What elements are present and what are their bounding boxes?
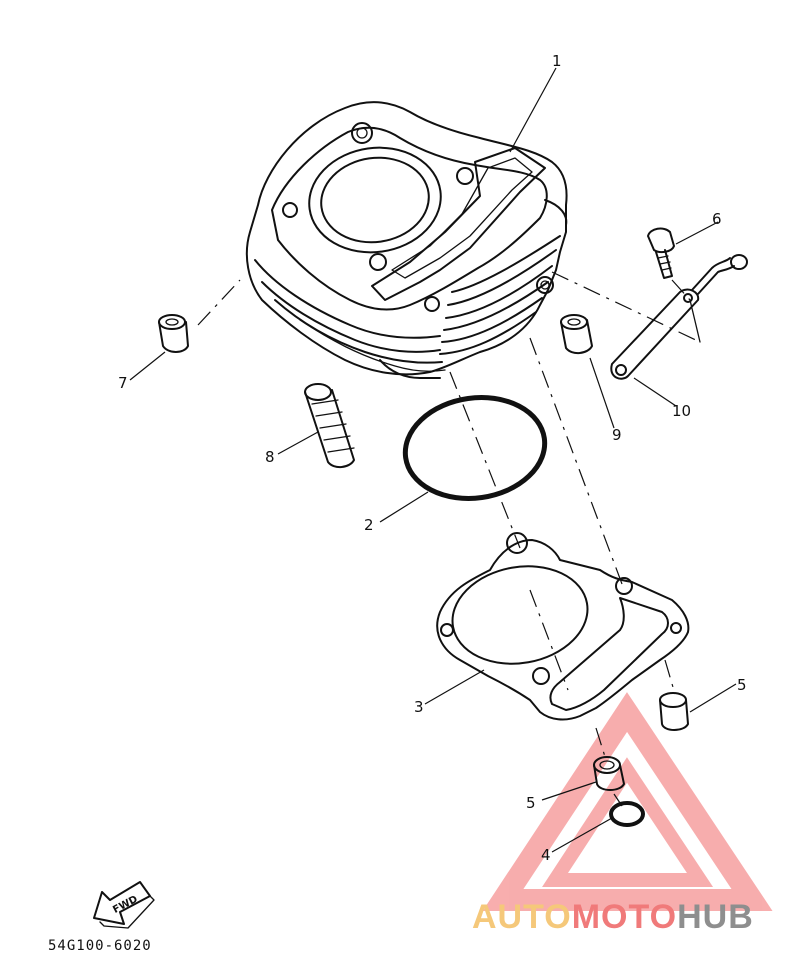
cylinder <box>245 101 568 379</box>
dowel-pin-upper <box>659 692 689 731</box>
cylinder-gasket <box>436 532 690 721</box>
watermark-logo-text: AUTOMOTOHUB <box>472 898 754 936</box>
fwd-arrow: FWD <box>93 881 155 929</box>
watermark-moto: MOTO <box>572 898 677 936</box>
leader-lines <box>129 67 737 853</box>
watermark-auto: AUTO <box>472 898 572 936</box>
callout-10: 10 <box>672 402 691 420</box>
small-o-ring <box>609 801 645 827</box>
callout-3: 3 <box>414 698 424 716</box>
callout-labels: 1 2 3 4 5 5 6 7 8 9 10 <box>118 52 747 864</box>
alignment-lines <box>197 271 701 807</box>
stud-8 <box>304 383 355 468</box>
bolt <box>647 227 675 279</box>
callout-4: 4 <box>541 846 551 864</box>
watermark-hub: HUB <box>677 898 754 936</box>
svg-text:AUTOMOTOHUB: AUTOMOTOHUB <box>472 898 754 936</box>
dowel-7 <box>158 314 189 353</box>
watermark-logo-triangle <box>482 692 773 911</box>
callout-6: 6 <box>712 210 722 228</box>
callout-9: 9 <box>612 426 622 444</box>
callout-7: 7 <box>118 374 128 392</box>
callout-8: 8 <box>265 448 275 466</box>
dowel-9 <box>560 314 593 354</box>
part-code: 54G100-6020 <box>48 938 152 954</box>
callout-5-lower: 5 <box>526 794 536 812</box>
dowel-pin-lower <box>593 756 625 791</box>
callout-2: 2 <box>364 516 374 534</box>
o-ring <box>402 395 548 501</box>
bracket <box>610 254 748 380</box>
callout-5-upper: 5 <box>737 676 747 694</box>
callout-1: 1 <box>552 52 562 70</box>
